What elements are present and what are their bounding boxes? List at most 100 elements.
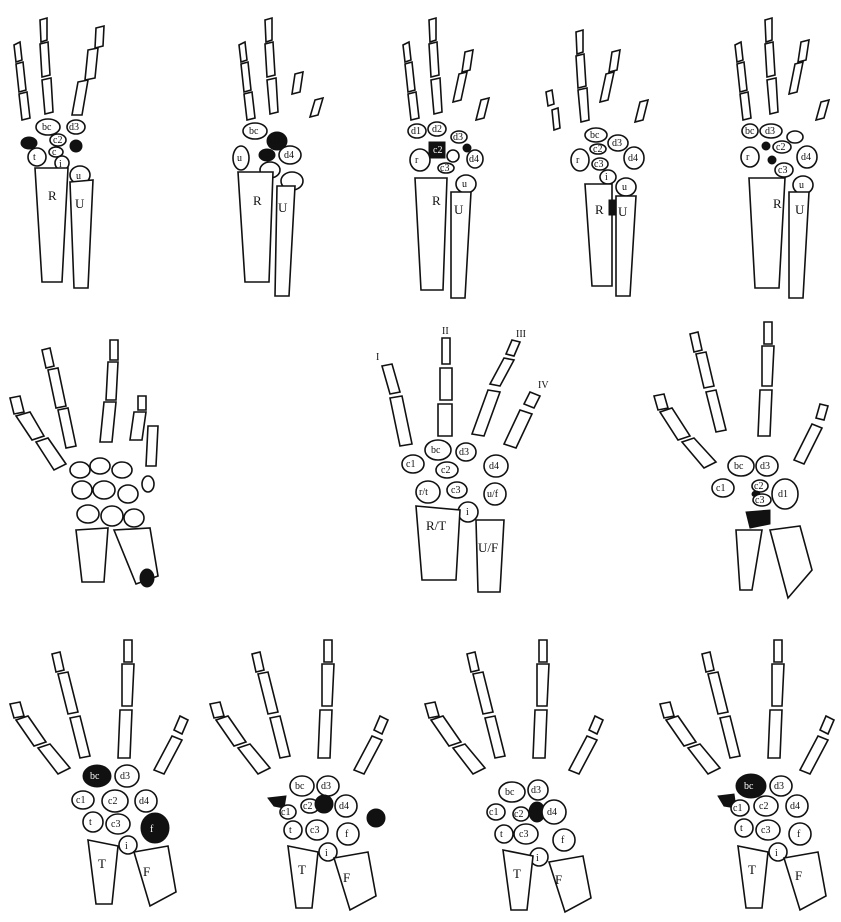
label-c2: c2 <box>759 801 768 812</box>
label-c1: c1 <box>489 807 498 818</box>
label-U: U <box>618 204 628 219</box>
label-i: i <box>125 841 128 852</box>
label-c3: c3 <box>755 495 764 506</box>
top-panel-5: bc d3 c2 d4 r c3 u R U <box>735 18 829 298</box>
forearm <box>585 184 636 296</box>
label-d4: d4 <box>284 150 294 161</box>
forearm <box>238 172 295 296</box>
label-d4: d4 <box>801 152 811 163</box>
label-bc: bc <box>734 461 744 472</box>
digits <box>735 18 829 120</box>
forearm <box>76 528 158 587</box>
label-U: U <box>75 196 85 211</box>
label-T: T <box>98 856 106 871</box>
label-F: F <box>343 870 350 885</box>
top-panel-4: bc d3 c2 d4 r c3 i u R U <box>546 30 648 296</box>
label-bc: bc <box>505 787 515 798</box>
label-d4: d4 <box>790 801 800 812</box>
digits <box>546 30 648 130</box>
label-bc: bc <box>745 126 755 137</box>
label-bc: bc <box>42 122 52 133</box>
label-R: R <box>595 202 604 217</box>
digit-label-II: II <box>442 326 449 337</box>
label-c: c <box>52 147 57 158</box>
label-T: T <box>748 862 756 877</box>
digits <box>239 18 323 120</box>
label-d4: d4 <box>628 153 638 164</box>
middle-panel-left <box>10 340 158 587</box>
label-c1: c1 <box>406 459 415 470</box>
label-F: F <box>795 868 802 883</box>
label-U: U <box>454 202 464 217</box>
label-c3: c3 <box>594 159 603 170</box>
label-c3: c3 <box>310 825 319 836</box>
label-c2: c2 <box>108 796 117 807</box>
label-c2: c2 <box>514 809 523 820</box>
label-R: R <box>432 193 441 208</box>
label-bc: bc <box>431 445 441 456</box>
bottom-panel-1: bc d3 c1 c2 d4 t c3 f i T F <box>10 640 188 906</box>
label-d3: d3 <box>774 781 784 792</box>
label-R: R <box>253 193 262 208</box>
label-R: R <box>773 196 782 211</box>
label-i: i <box>466 507 469 518</box>
label-bc: bc <box>590 130 600 141</box>
label-R: R <box>48 188 57 203</box>
label-i: i <box>775 848 778 859</box>
label-d4: d4 <box>547 807 557 818</box>
forearm <box>736 526 812 598</box>
digits <box>382 338 540 448</box>
label-bc: bc <box>90 771 100 782</box>
digits <box>654 322 828 468</box>
label-c2: c2 <box>754 481 763 492</box>
label-i: i <box>325 848 328 859</box>
label-d3: d3 <box>459 447 469 458</box>
label-t: t <box>89 817 92 828</box>
label-c2: c2 <box>433 145 442 156</box>
carpals <box>70 458 154 527</box>
label-d3: d3 <box>612 138 622 149</box>
digit-label-I: I <box>376 352 379 363</box>
label-i: i <box>536 853 539 864</box>
label-d2: d2 <box>432 124 442 135</box>
label-i: i <box>59 159 62 170</box>
label-d3: d3 <box>531 785 541 796</box>
label-d3: d3 <box>270 136 280 147</box>
label-c2: c2 <box>303 801 312 812</box>
label-bc: bc <box>295 781 305 792</box>
digits <box>10 640 188 774</box>
digit-label-IV: IV <box>538 380 549 391</box>
label-d1: d1 <box>778 489 788 500</box>
label-c3: c3 <box>111 819 120 830</box>
label-T: T <box>513 866 521 881</box>
label-c3: c3 <box>519 829 528 840</box>
label-bc: bc <box>249 126 259 137</box>
digits <box>14 18 104 120</box>
label-d3: d3 <box>765 126 775 137</box>
label-c3: c3 <box>778 165 787 176</box>
label-t: t <box>289 825 292 836</box>
label-d3: d3 <box>321 781 331 792</box>
label-u: u <box>462 179 467 190</box>
label-u: u <box>76 171 81 182</box>
middle-panel-center: I II III IV bc d3 c1 c2 d4 r/t c3 u/f i … <box>376 326 549 592</box>
label-c3: c3 <box>761 825 770 836</box>
bottom-panel-3: bc d3 c1 c2 d4 t c3 f i T F <box>425 640 603 912</box>
label-T: T <box>298 862 306 877</box>
digits <box>403 18 489 120</box>
label-c3: c3 <box>440 163 449 174</box>
label-t: t <box>33 152 36 163</box>
label-u: u <box>799 180 804 191</box>
label-t: t <box>500 829 503 840</box>
label-u: u <box>622 182 627 193</box>
label-d4: d4 <box>469 154 479 165</box>
label-c3: c3 <box>451 485 460 496</box>
label-c2: c2 <box>441 465 450 476</box>
label-u: u <box>237 153 242 164</box>
digits <box>10 340 158 470</box>
label-r-t: r/t <box>419 487 428 498</box>
label-d4: d4 <box>489 461 499 472</box>
digit-label-III: III <box>516 329 526 340</box>
label-c1: c1 <box>716 483 725 494</box>
middle-panel-right: bc d3 c1 c2 d1 c3 <box>654 322 828 598</box>
